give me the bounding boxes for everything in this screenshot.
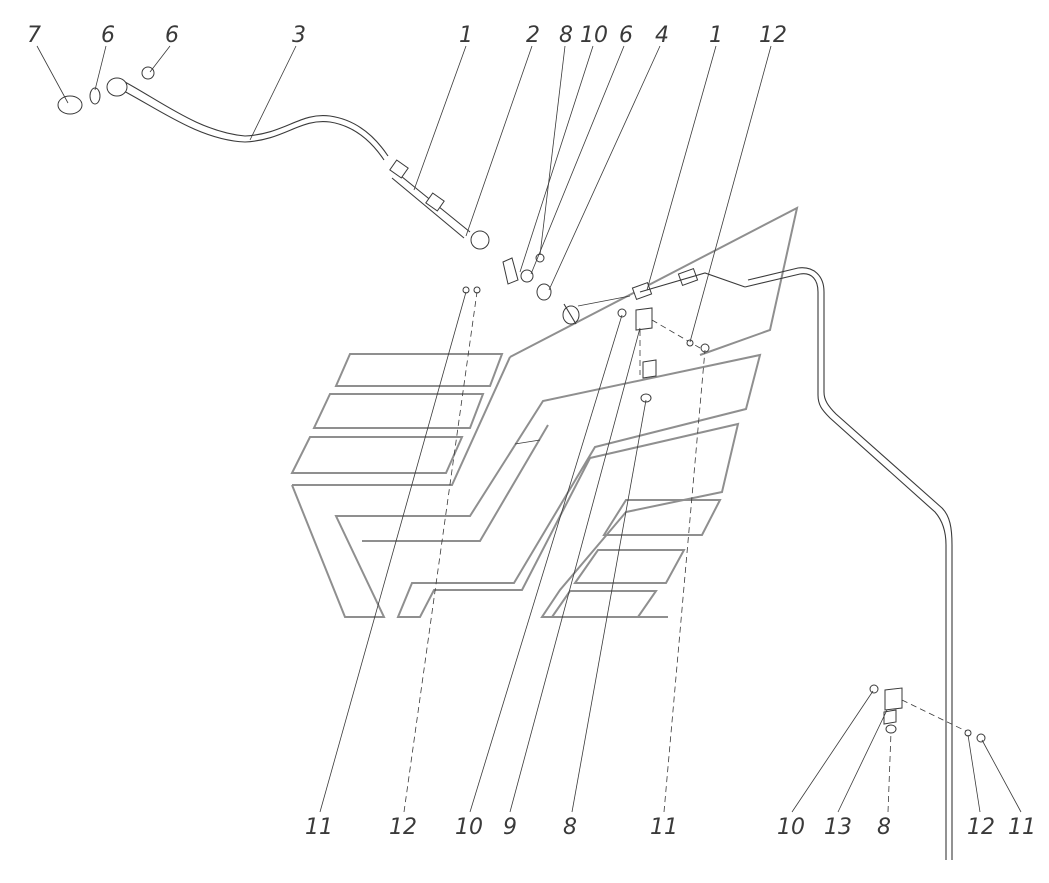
callout-6: 6 <box>619 23 633 48</box>
callout-11: 11 <box>305 815 333 840</box>
ring-4 <box>536 283 552 301</box>
callout-12: 12 <box>389 815 417 840</box>
washer-6c <box>520 269 534 283</box>
connector-1-right <box>631 267 953 860</box>
stripe-6 <box>550 590 658 618</box>
bolt-8c <box>885 724 897 734</box>
clamp-1d <box>677 267 699 287</box>
callouts-top: 7 6 6 3 1 2 8 10 6 4 1 12 <box>27 23 787 48</box>
callout-8: 8 <box>559 23 573 48</box>
callout-13: 13 <box>824 815 852 840</box>
stripe-1 <box>334 353 504 387</box>
callout-12: 12 <box>759 23 787 48</box>
callouts-bottom-left: 11 12 10 9 8 11 <box>305 815 678 840</box>
callout-10: 10 <box>777 815 805 840</box>
connector-1-left <box>389 159 490 250</box>
cab-side-inner <box>362 424 549 542</box>
bracket-13 <box>884 687 903 711</box>
cab-outline <box>290 206 799 618</box>
callout-6: 6 <box>165 23 179 48</box>
callouts-bottom-right: 10 13 8 12 11 <box>777 815 1036 840</box>
hose-end-2 <box>470 230 490 250</box>
small-mark <box>514 439 541 445</box>
callout-7: 7 <box>27 23 41 48</box>
pipe-3 <box>121 89 385 161</box>
callout-12: 12 <box>967 815 995 840</box>
stripe-5 <box>573 549 686 584</box>
stripe-2 <box>312 393 485 429</box>
callout-10: 10 <box>455 815 483 840</box>
pipe-right <box>744 273 947 860</box>
banjo-bolt-7 <box>57 95 83 115</box>
stripe-3 <box>290 436 464 474</box>
callout-6: 6 <box>101 23 115 48</box>
clip-part <box>642 359 657 379</box>
callout-1: 1 <box>459 23 473 48</box>
cab-roof-panel <box>509 206 799 358</box>
callout-2: 2 <box>526 23 540 48</box>
callout-11: 11 <box>650 815 678 840</box>
washer-6b <box>141 66 155 80</box>
leader-lines <box>36 45 1022 813</box>
callout-9: 9 <box>503 815 517 840</box>
pipe-left <box>57 66 389 161</box>
callout-11: 11 <box>1008 815 1036 840</box>
washer-6a <box>89 87 101 105</box>
nut-11c <box>976 733 986 743</box>
clip-part-2 <box>883 709 897 725</box>
callout-1: 1 <box>709 23 723 48</box>
clamp-1b <box>425 192 445 212</box>
clamp-1a <box>389 159 409 179</box>
callout-4: 4 <box>655 23 669 48</box>
bracket-9 <box>635 307 653 331</box>
bolt-10b <box>617 308 627 318</box>
callout-3: 3 <box>292 23 306 48</box>
callout-10: 10 <box>580 23 608 48</box>
pipe-eye-fitting <box>106 77 128 97</box>
bracket-10 <box>502 257 519 285</box>
callout-8: 8 <box>877 815 891 840</box>
cab-side-outer <box>292 356 511 486</box>
washer-12a <box>686 339 694 347</box>
bolt-10c <box>869 684 879 694</box>
stripe-4 <box>602 499 722 536</box>
mounting-parts-center <box>462 286 710 403</box>
callout-8: 8 <box>563 815 577 840</box>
mounting-parts-bottom-right <box>869 684 986 743</box>
